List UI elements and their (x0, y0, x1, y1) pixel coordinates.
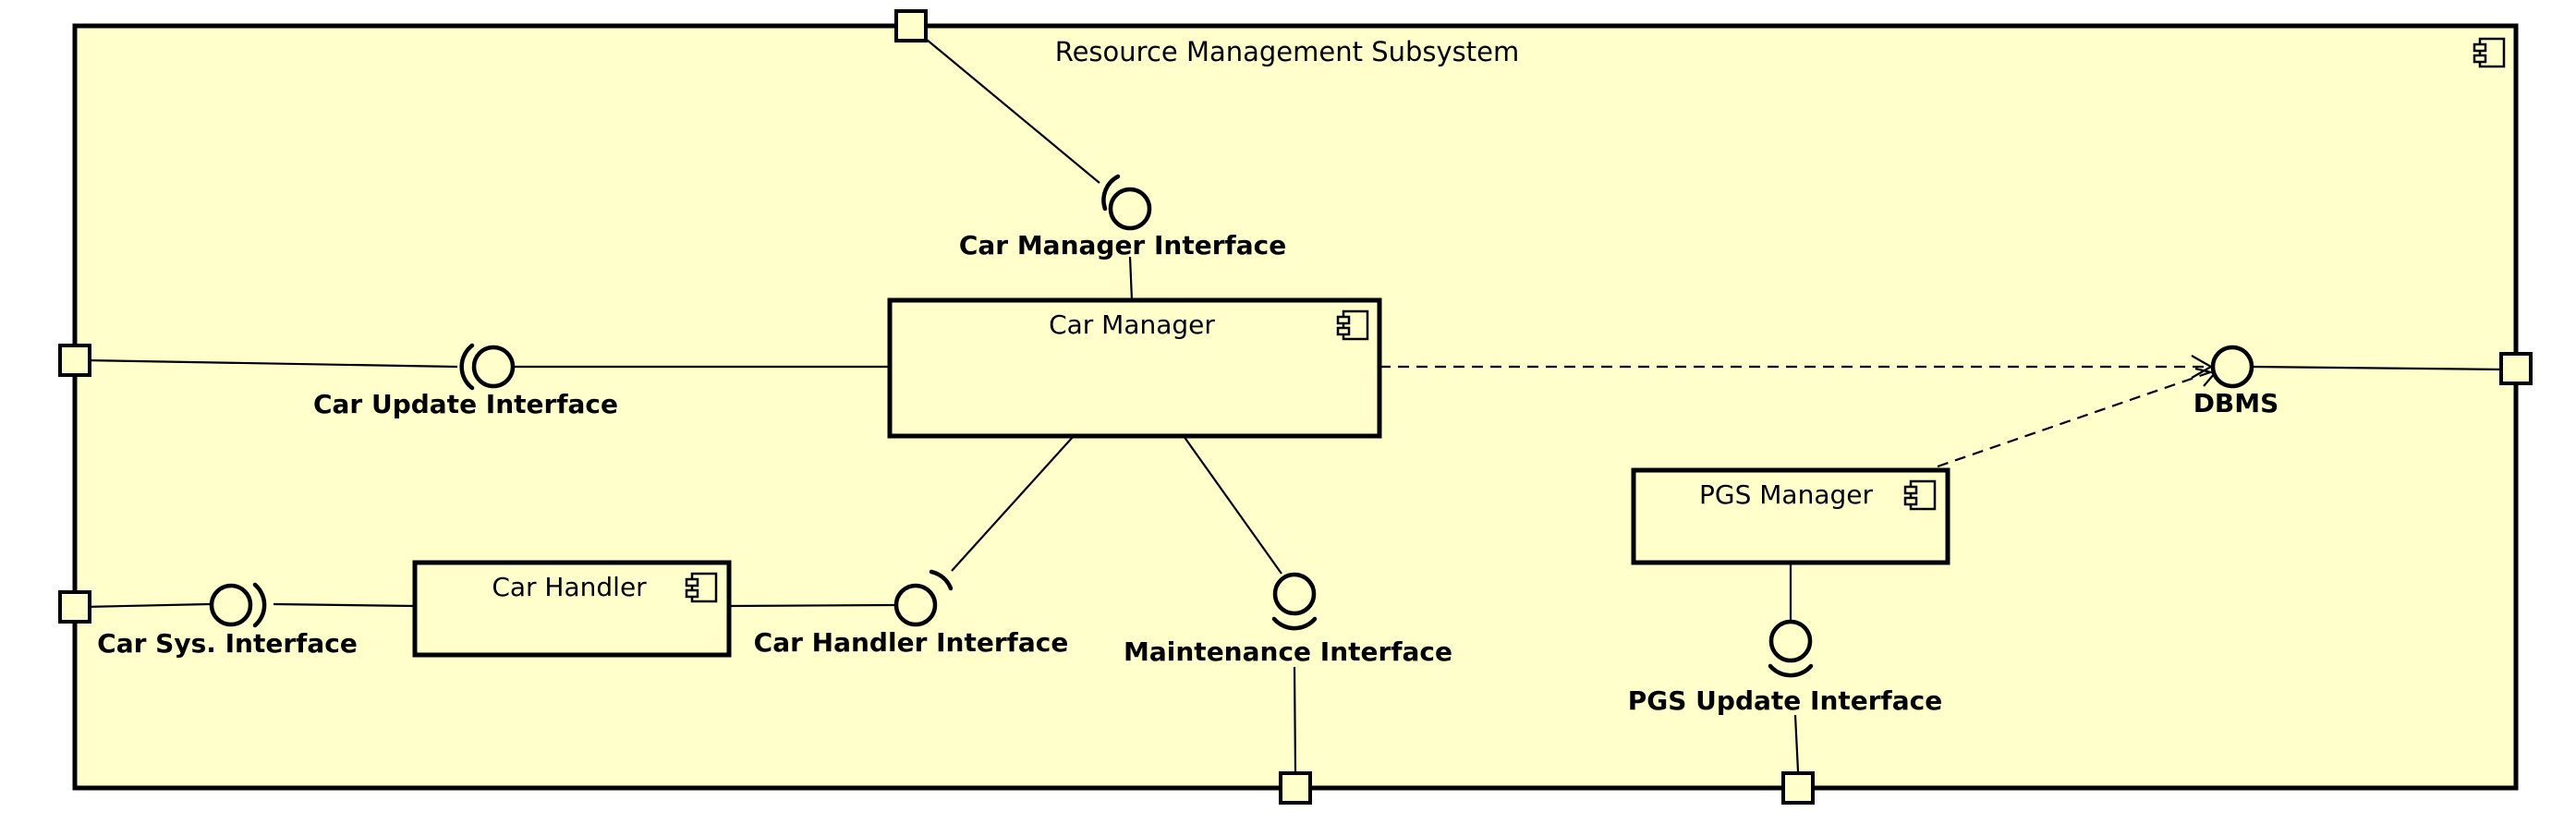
port-bottom-pgs-update[interactable] (1781, 771, 1815, 805)
car-handler-component[interactable]: Car Handler (412, 560, 732, 658)
car-manager-component[interactable]: Car Manager (887, 297, 1382, 439)
maintenance-interface-lollipop[interactable] (1271, 572, 1318, 631)
car-sys-interface-lollipop[interactable] (209, 582, 267, 628)
car-update-interface-label: Car Update Interface (313, 389, 618, 419)
connector-top-port-car-manager-socket (909, 25, 1100, 184)
connector-car-sys-port-ball (83, 602, 211, 609)
car-handler-interface-label: Car Handler Interface (754, 627, 1069, 658)
dbms-interface-label: DBMS (2193, 388, 2279, 418)
pgs-update-interface-label: PGS Update Interface (1628, 685, 1942, 716)
component-icon (1903, 479, 1937, 511)
maintenance-interface-label: Maintenance Interface (1124, 636, 1452, 667)
car-handler-interface-lollipop[interactable] (893, 569, 954, 627)
component-icon (1336, 309, 1369, 341)
dbms-interface-ball[interactable] (2210, 345, 2254, 389)
port-bottom-maintenance[interactable] (1279, 771, 1312, 805)
component-icon (685, 572, 718, 603)
port-right-dbms[interactable] (2499, 352, 2533, 385)
subsystem-title: Resource Management Subsystem (1055, 36, 1520, 67)
connector-car-sys-socket-car-handler (273, 602, 416, 608)
connector-left-port-car-update-socket (83, 358, 458, 369)
pgs-update-interface-lollipop[interactable] (1768, 619, 1814, 678)
connector-car-manager-interface-car-manager (1128, 256, 1134, 301)
car-manager-interface-lollipop[interactable] (1101, 174, 1152, 231)
port-left-car-sys[interactable] (58, 590, 91, 624)
car-handler-label: Car Handler (492, 572, 647, 602)
subsystem-component-icon (2473, 37, 2506, 68)
pgs-manager-label: PGS Manager (1699, 479, 1873, 510)
car-update-interface-lollipop[interactable] (459, 343, 516, 391)
connector-car-handler-car-handler-ball (728, 603, 895, 608)
car-manager-label: Car Manager (1049, 309, 1215, 340)
pgs-manager-component[interactable]: PGS Manager (1631, 467, 1950, 565)
dependency-pgs-manager-dbms (1937, 370, 2214, 468)
port-top[interactable] (894, 9, 928, 42)
port-left-car-update[interactable] (58, 344, 91, 377)
connector-maintenance-bottom-port (1293, 666, 1297, 772)
connector-car-manager-maintenance (1183, 435, 1282, 575)
car-manager-interface-label: Car Manager Interface (959, 230, 1286, 260)
car-sys-interface-label: Car Sys. Interface (97, 628, 358, 659)
connector-pgs-update-bottom-port (1793, 714, 1800, 772)
connector-car-manager-car-handler-socket (951, 435, 1075, 572)
connector-dbms-right-port (2251, 365, 2508, 371)
